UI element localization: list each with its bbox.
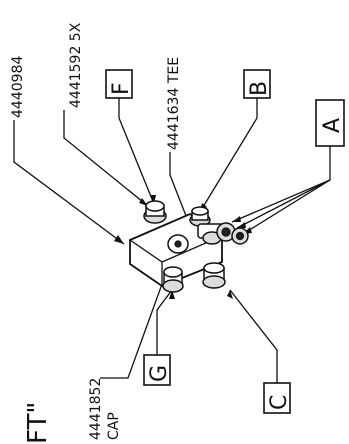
fitting-a bbox=[216, 222, 249, 245]
svg-text:B: B bbox=[247, 81, 272, 96]
svg-text:F: F bbox=[109, 82, 134, 95]
callout-c: C bbox=[263, 382, 292, 414]
label-4441592: 4441592 5X bbox=[68, 22, 84, 108]
callout-b: B bbox=[243, 69, 272, 99]
manifold-assembly bbox=[129, 200, 249, 293]
label-4440984: 4440984 bbox=[10, 56, 26, 118]
label-4441852: 4441852 bbox=[88, 378, 104, 440]
svg-text:A: A bbox=[320, 118, 345, 133]
title-fragment: FT" bbox=[23, 402, 53, 444]
svg-text:G: G bbox=[147, 365, 172, 382]
callout-f: F bbox=[105, 69, 134, 99]
label-cap: CAP bbox=[106, 412, 122, 440]
callout-g: G bbox=[143, 354, 172, 386]
callout-a: A bbox=[315, 99, 345, 147]
fitting-b bbox=[189, 206, 211, 227]
label-4441634-tee: 4441634 TEE bbox=[166, 57, 182, 150]
fitting-g bbox=[162, 266, 184, 293]
fitting-f bbox=[143, 200, 167, 224]
cap-fitting bbox=[167, 234, 189, 254]
fitting-c bbox=[202, 262, 226, 289]
svg-text:C: C bbox=[267, 395, 292, 410]
